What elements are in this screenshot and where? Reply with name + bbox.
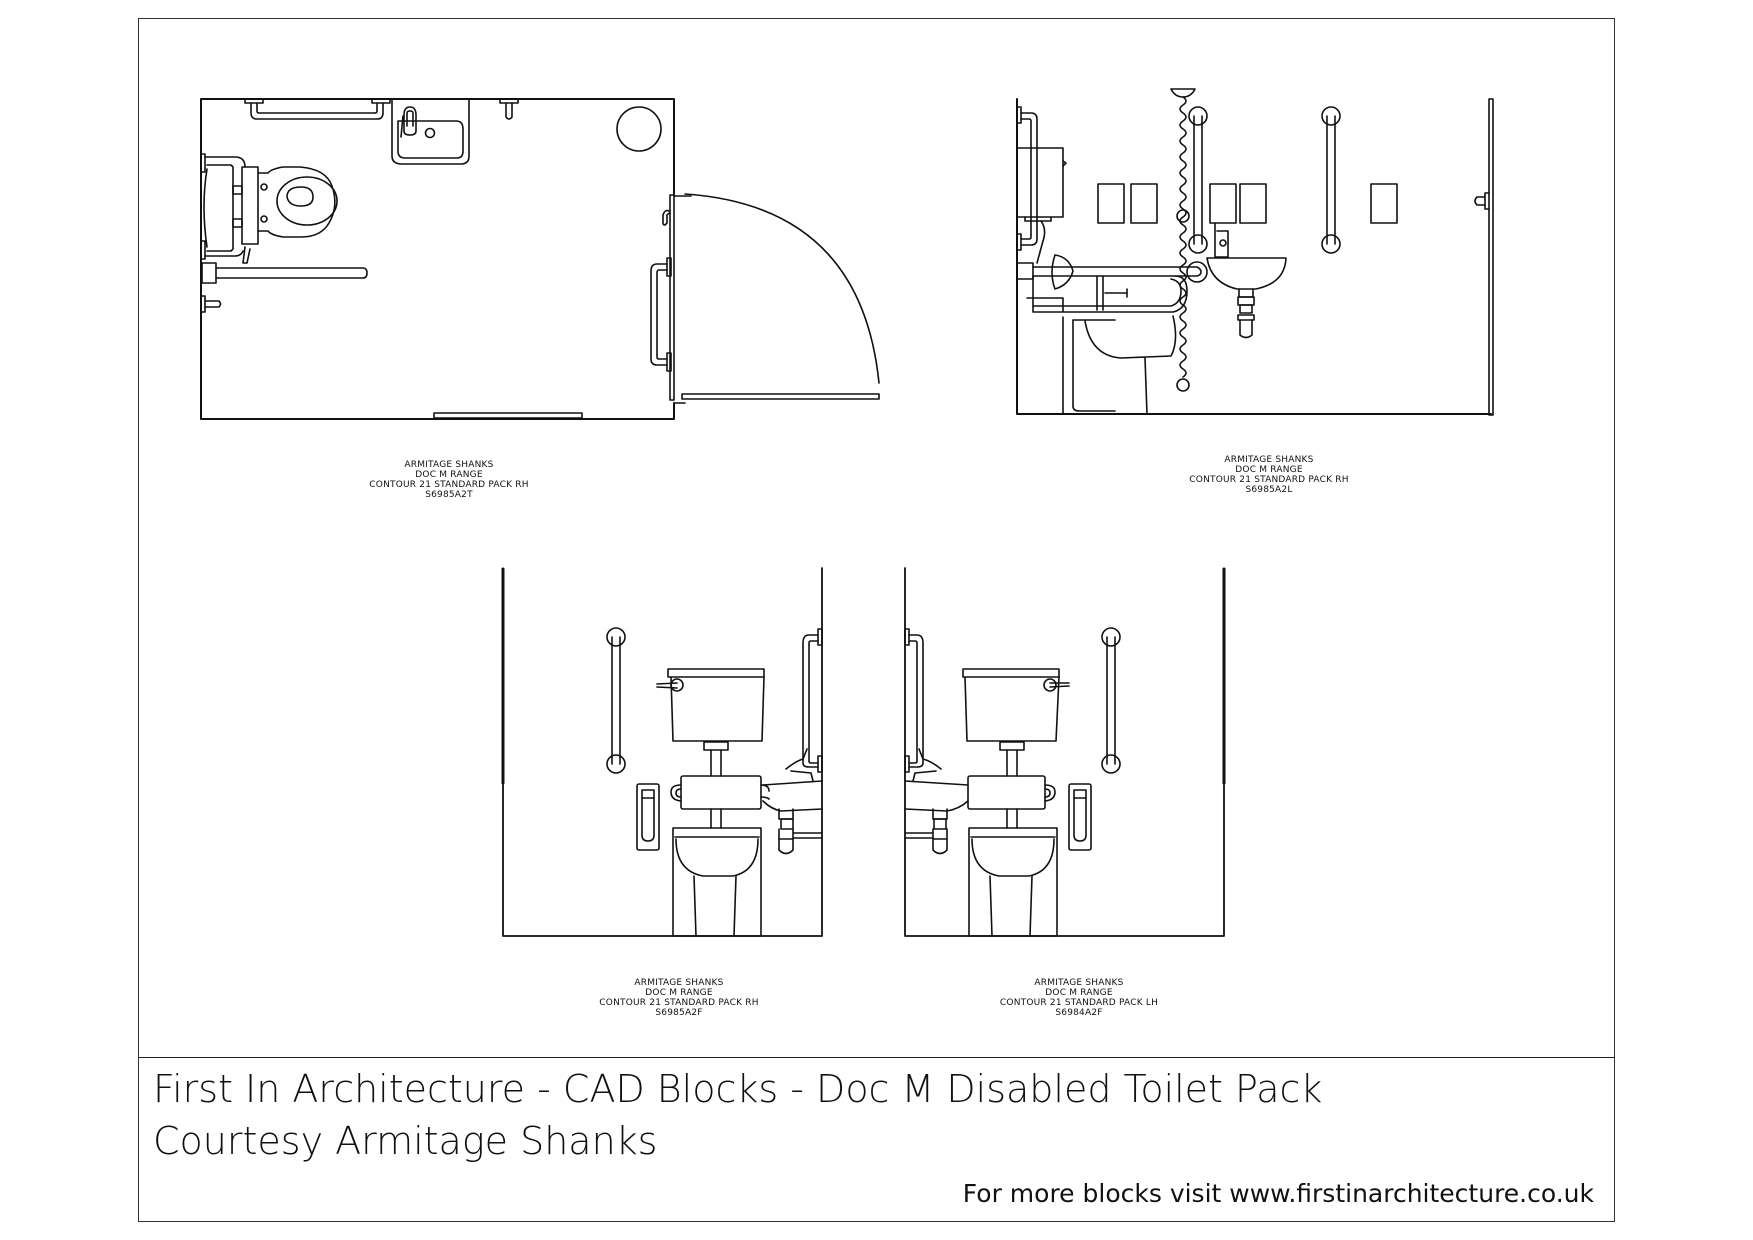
- front-elevation-lh-drawing: [905, 568, 1224, 936]
- label-manufacturer: ARMITAGE SHANKS: [404, 460, 494, 470]
- drawing-sheet-frame: ARMITAGE SHANKS DOC M RANGE CONTOUR 21 S…: [138, 18, 1615, 1222]
- plan-view-label: ARMITAGE SHANKS DOC M RANGE CONTOUR 21 S…: [344, 460, 554, 500]
- front-elevation-rh-label: ARMITAGE SHANKS DOC M RANGE CONTOUR 21 S…: [574, 978, 784, 1018]
- label-pack: CONTOUR 21 STANDARD PACK RH: [599, 998, 759, 1008]
- label-product-code: S6984A2F: [1055, 1008, 1103, 1018]
- label-range: DOC M RANGE: [1235, 465, 1303, 475]
- label-manufacturer: ARMITAGE SHANKS: [1224, 455, 1314, 465]
- website-footer-text: For more blocks visit www.firstinarchite…: [962, 1179, 1594, 1208]
- side-elevation-label: ARMITAGE SHANKS DOC M RANGE CONTOUR 21 S…: [1164, 455, 1374, 495]
- plan-view-drawing: [201, 99, 879, 419]
- label-product-code: S6985A2F: [655, 1008, 703, 1018]
- title-block-divider: [139, 1057, 1614, 1058]
- label-manufacturer: ARMITAGE SHANKS: [1034, 978, 1124, 988]
- sheet-title: First In Architecture - CAD Blocks - Doc…: [153, 1067, 1323, 1111]
- side-elevation-drawing: [1017, 89, 1493, 415]
- label-pack: CONTOUR 21 STANDARD PACK LH: [999, 998, 1159, 1008]
- label-pack: CONTOUR 21 STANDARD PACK RH: [1189, 475, 1349, 485]
- front-elevation-lh-label: ARMITAGE SHANKS DOC M RANGE CONTOUR 21 S…: [974, 978, 1184, 1018]
- label-pack: CONTOUR 21 STANDARD PACK RH: [369, 480, 529, 490]
- label-range: DOC M RANGE: [645, 988, 713, 998]
- label-manufacturer: ARMITAGE SHANKS: [634, 978, 724, 988]
- label-product-code: S6985A2L: [1245, 485, 1293, 495]
- label-range: DOC M RANGE: [1045, 988, 1113, 998]
- cad-drawings-canvas: [139, 19, 1616, 1059]
- sheet-subtitle: Courtesy Armitage Shanks: [153, 1119, 658, 1163]
- label-product-code: S6985A2T: [425, 490, 473, 500]
- front-elevation-rh-drawing: [503, 568, 822, 936]
- label-range: DOC M RANGE: [415, 470, 483, 480]
